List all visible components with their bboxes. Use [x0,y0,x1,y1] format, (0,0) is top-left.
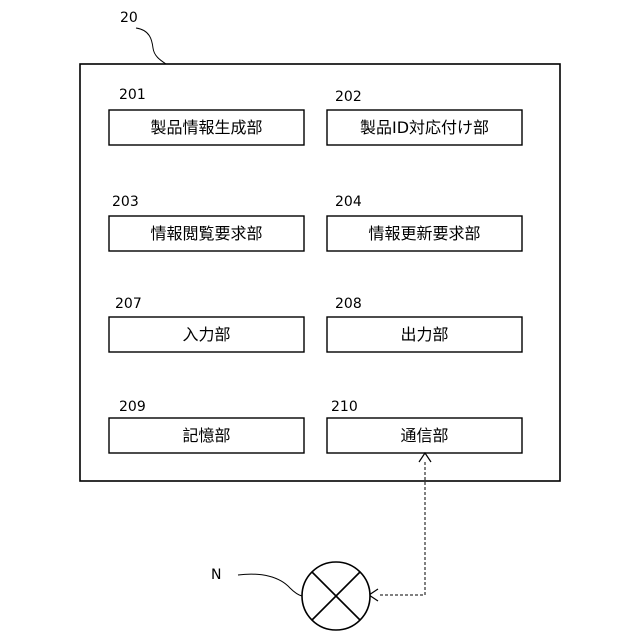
unit-ref-label: 204 [335,194,362,210]
device-leader-line [136,28,166,64]
unit-label: 情報更新要求部 [368,224,480,243]
unit-ref-label: 209 [119,399,146,415]
unit-ref-label: 208 [335,296,362,312]
dashed-connection-line [378,462,425,595]
unit-ref-label: 201 [119,87,146,103]
network-leader-line [238,574,302,596]
unit-label: 製品情報生成部 [150,118,262,137]
network-ref-label: N [211,567,221,583]
unit-ref-label: 202 [335,89,362,105]
unit-label: 通信部 [400,426,448,445]
unit-label: 記憶部 [182,426,230,445]
unit-label: 情報閲覧要求部 [150,224,262,243]
network-cross-circle-icon [302,562,370,630]
device-ref-label: 20 [120,10,138,26]
unit-ref-label: 210 [331,399,358,415]
unit-ref-label: 207 [115,296,142,312]
unit-label: 製品ID対応付け部 [360,118,489,137]
unit-ref-label: 203 [112,194,139,210]
unit-label: 出力部 [400,325,448,344]
unit-label: 入力部 [182,325,230,344]
